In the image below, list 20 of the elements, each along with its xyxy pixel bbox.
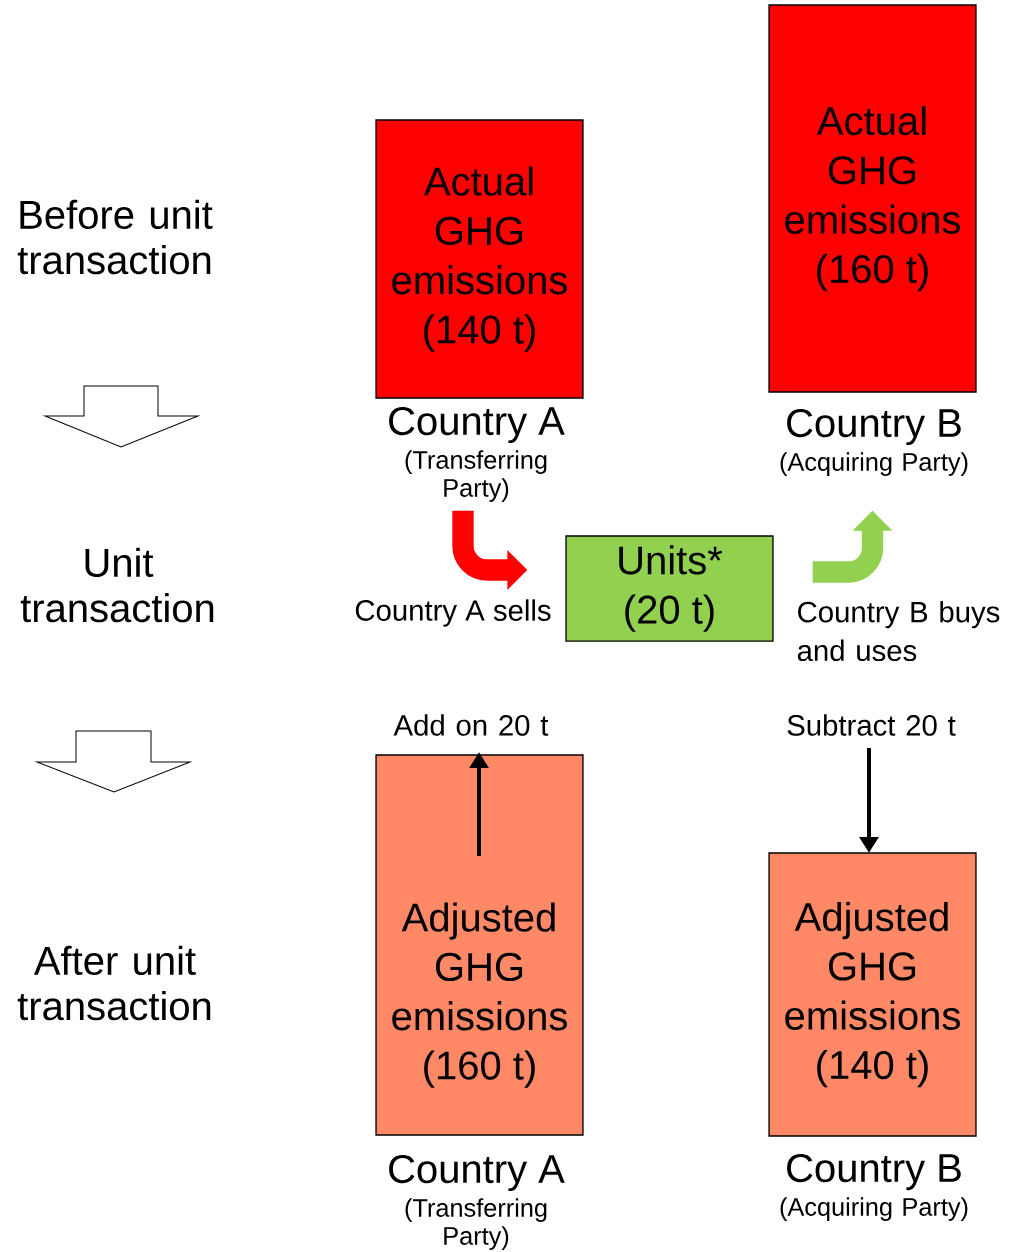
country-label: Country A [389,1154,565,1192]
party-label: (Acquiring Party) [780,452,968,476]
stage-label: Unit transaction [20,547,214,623]
edge-label: Country A sells [355,599,551,627]
emissions-box: Adjusted GHG emissions (140 t) [768,852,977,1137]
edge-label: Country B buys and uses [797,600,1000,662]
stage-label: Before unit transaction [17,199,213,275]
country-label: Country B [787,408,961,446]
emissions-box: Units* (20 t) [565,535,774,642]
emissions-box: Actual GHG emissions (160 t) [768,4,977,393]
adjustment-label: Subtract 20 t [787,714,956,736]
stage-label: After unit transaction [17,945,211,1021]
country-label: Country B [787,1153,961,1191]
party-label: (Transferring Party) [405,1198,547,1250]
country-label: Country A [389,406,565,444]
party-label: (Acquiring Party) [780,1197,968,1221]
emissions-box: Adjusted GHG emissions (160 t) [375,754,584,1136]
emissions-box: Actual GHG emissions (140 t) [375,119,584,399]
party-label: (Transferring Party) [405,450,547,502]
adjustment-label: Add on 20 t [393,714,549,736]
